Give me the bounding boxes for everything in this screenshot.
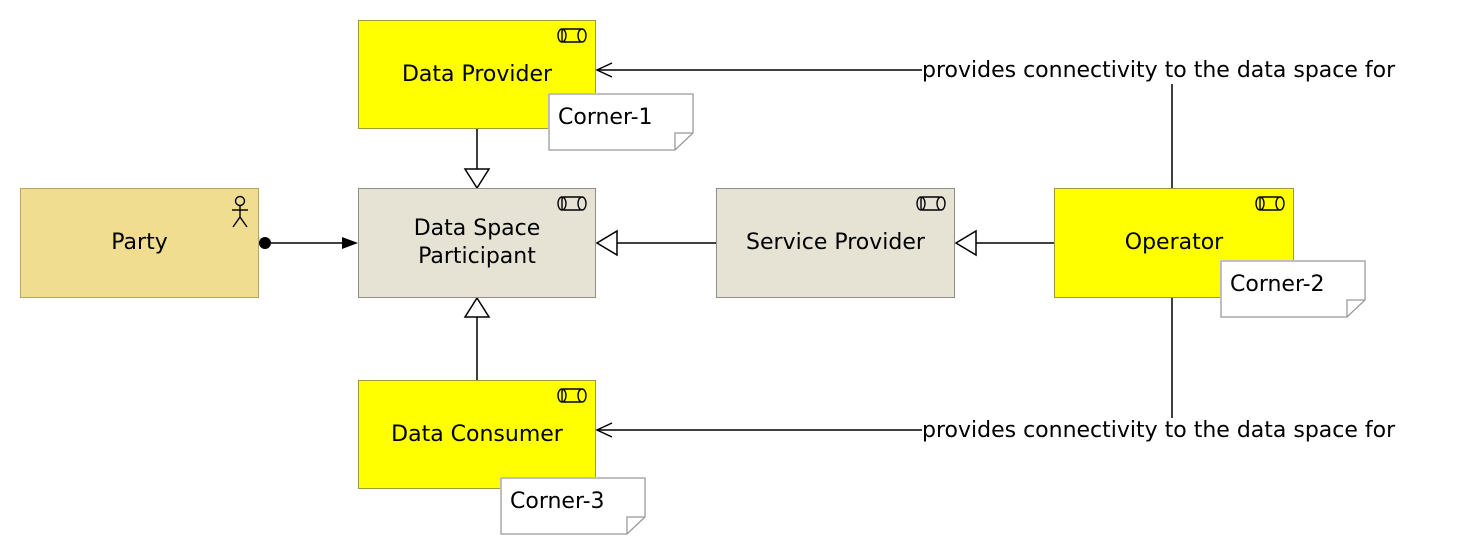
relation-label-consumer: provides connectivity to the data space … [922,418,1396,444]
operator-label: Operator [1124,230,1224,255]
role-icon [1255,196,1285,211]
note-corner-2[interactable]: Corner-2 [1220,260,1366,318]
note-corner-3[interactable]: Corner-3 [500,477,646,535]
association-operator-to-consumer[interactable] [595,298,1173,438]
note-corner-3-text: Corner-3 [510,489,605,514]
assignment-party-to-participant[interactable] [259,237,358,249]
relation-label-provider: provides connectivity to the data space … [922,58,1396,84]
data-provider-label: Data Provider [401,61,553,87]
data-space-participant-node[interactable]: Data Space Participant [358,188,596,298]
note-shape [1220,260,1366,318]
service-provider-node[interactable]: Service Provider [716,188,955,298]
note-corner-1[interactable]: Corner-1 [548,93,694,151]
specialization-operator-to-serviceprovider[interactable] [954,229,1054,257]
note-shape [548,93,694,151]
role-icon [557,196,587,211]
specialization-serviceprovider-to-participant[interactable] [595,229,716,257]
party-label: Party [111,230,168,255]
specialization-consumer-to-participant[interactable] [463,296,491,380]
participant-label-line1: Data Space [413,216,541,241]
note-corner-1-text: Corner-1 [558,105,653,130]
actor-icon [232,195,248,228]
role-icon [557,388,587,403]
role-icon [557,28,587,43]
party-node[interactable]: Party [20,188,259,298]
note-shape [500,477,646,535]
specialization-provider-to-participant[interactable] [463,129,491,190]
data-consumer-node[interactable]: Data Consumer [358,380,596,489]
participant-label-line2: Participant [418,244,536,269]
data-consumer-label: Data Consumer [391,421,563,447]
service-provider-label: Service Provider [746,230,925,255]
role-icon [916,196,946,211]
note-corner-2-text: Corner-2 [1230,272,1325,297]
